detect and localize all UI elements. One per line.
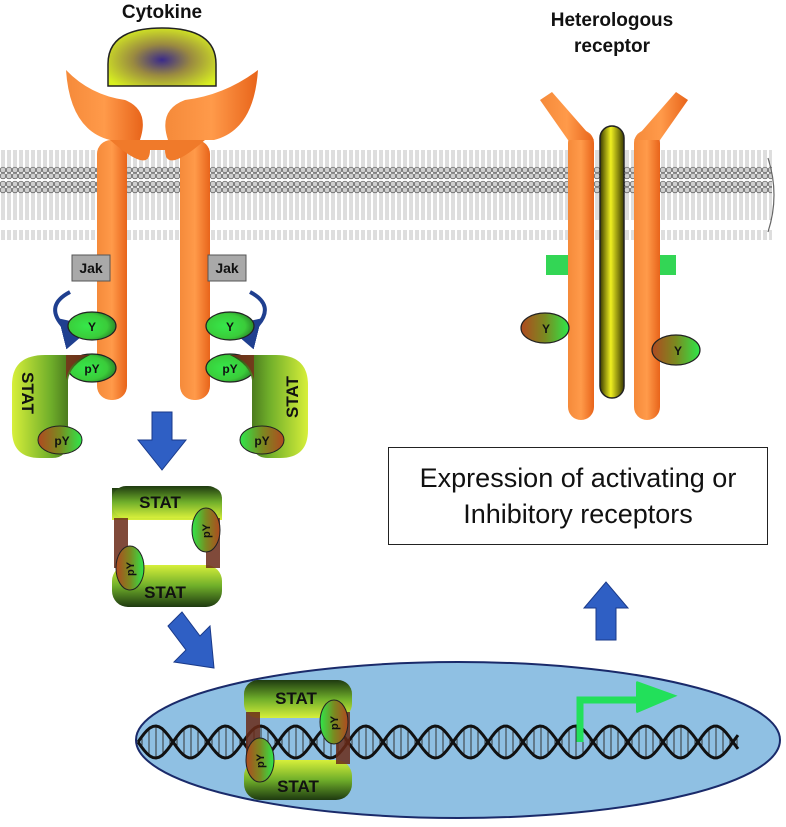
svg-text:pY: pY [329, 715, 341, 730]
y-site-right: Y [205, 311, 255, 341]
arrow-diagonal-icon [167, 611, 215, 669]
svg-text:pY: pY [54, 434, 69, 448]
svg-text:STAT: STAT [277, 777, 319, 796]
svg-text:STAT: STAT [139, 493, 181, 512]
jak-right: Jak [207, 254, 247, 282]
svg-text:STAT: STAT [275, 689, 317, 708]
svg-text:Y: Y [226, 320, 234, 334]
svg-text:Jak: Jak [79, 260, 103, 276]
dna-helix [136, 724, 740, 760]
svg-text:pY: pY [125, 561, 137, 576]
expression-box: Expression of activating or Inhibitory r… [388, 447, 768, 545]
svg-text:STAT: STAT [283, 376, 302, 418]
stat-dimer-nucleus: STAT STAT pY pY [244, 680, 352, 800]
stat-right: STAT pY [230, 355, 308, 458]
receptor-label-line2: receptor [574, 36, 651, 57]
jak-left: Jak [71, 254, 111, 282]
svg-text:STAT: STAT [18, 372, 37, 414]
y-site-left: Y [67, 311, 117, 341]
heterologous-receptor: Y Y [520, 92, 701, 420]
cytokine [107, 27, 217, 87]
svg-text:pY: pY [254, 434, 269, 448]
svg-text:pY: pY [255, 753, 267, 768]
svg-text:STAT: STAT [144, 583, 186, 602]
svg-text:Y: Y [88, 320, 96, 334]
arrow-down-icon [136, 411, 188, 471]
svg-text:Y: Y [674, 344, 682, 358]
expression-line1: Expression of activating or [419, 463, 737, 493]
svg-text:Y: Y [542, 322, 550, 336]
cytokine-label: Cytokine [122, 2, 202, 23]
expression-line2: Inhibitory receptors [463, 499, 693, 529]
svg-text:pY: pY [201, 523, 213, 538]
receptor-label-line1: Heterologous [551, 10, 673, 31]
svg-text:pY: pY [222, 362, 237, 376]
stat-dimer: STAT STAT pY pY [112, 486, 222, 607]
svg-text:pY: pY [84, 362, 99, 376]
stat-left: STAT pY [12, 355, 90, 458]
arrow-up-icon [582, 581, 630, 641]
svg-text:Jak: Jak [215, 260, 239, 276]
